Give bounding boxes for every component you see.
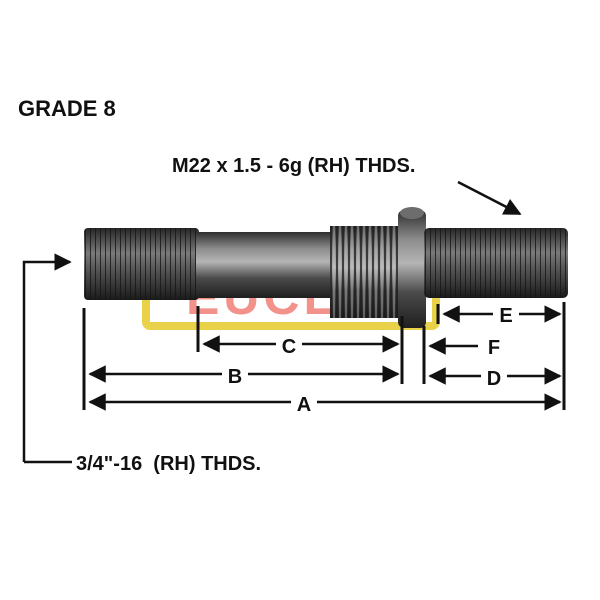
dimension-f-label: F xyxy=(488,337,500,359)
thread-spec-bottom: 3/4"-16 (RH) THDS. xyxy=(76,453,261,475)
collar-flange xyxy=(398,207,426,328)
dimension-a-label: A xyxy=(297,394,311,416)
dimension-d-label: D xyxy=(487,368,501,390)
dimension-b-label: B xyxy=(228,366,242,388)
left-thread-section xyxy=(84,228,199,300)
grade-label: GRADE 8 xyxy=(18,96,116,121)
right-thread-section xyxy=(424,228,568,298)
thread-top-leader-arrow xyxy=(457,180,522,216)
knurled-section xyxy=(330,226,402,318)
wheel-stud xyxy=(84,207,568,328)
thread-bottom-leader xyxy=(22,253,72,464)
smooth-shank xyxy=(196,232,336,298)
thread-spec-top: M22 x 1.5 - 6g (RH) THDS. xyxy=(172,155,415,177)
dimension-c-label: C xyxy=(282,336,296,358)
dimension-labels: E C F B D A xyxy=(222,302,519,416)
extension-lines xyxy=(82,302,566,410)
dimension-e-label: E xyxy=(499,305,512,327)
